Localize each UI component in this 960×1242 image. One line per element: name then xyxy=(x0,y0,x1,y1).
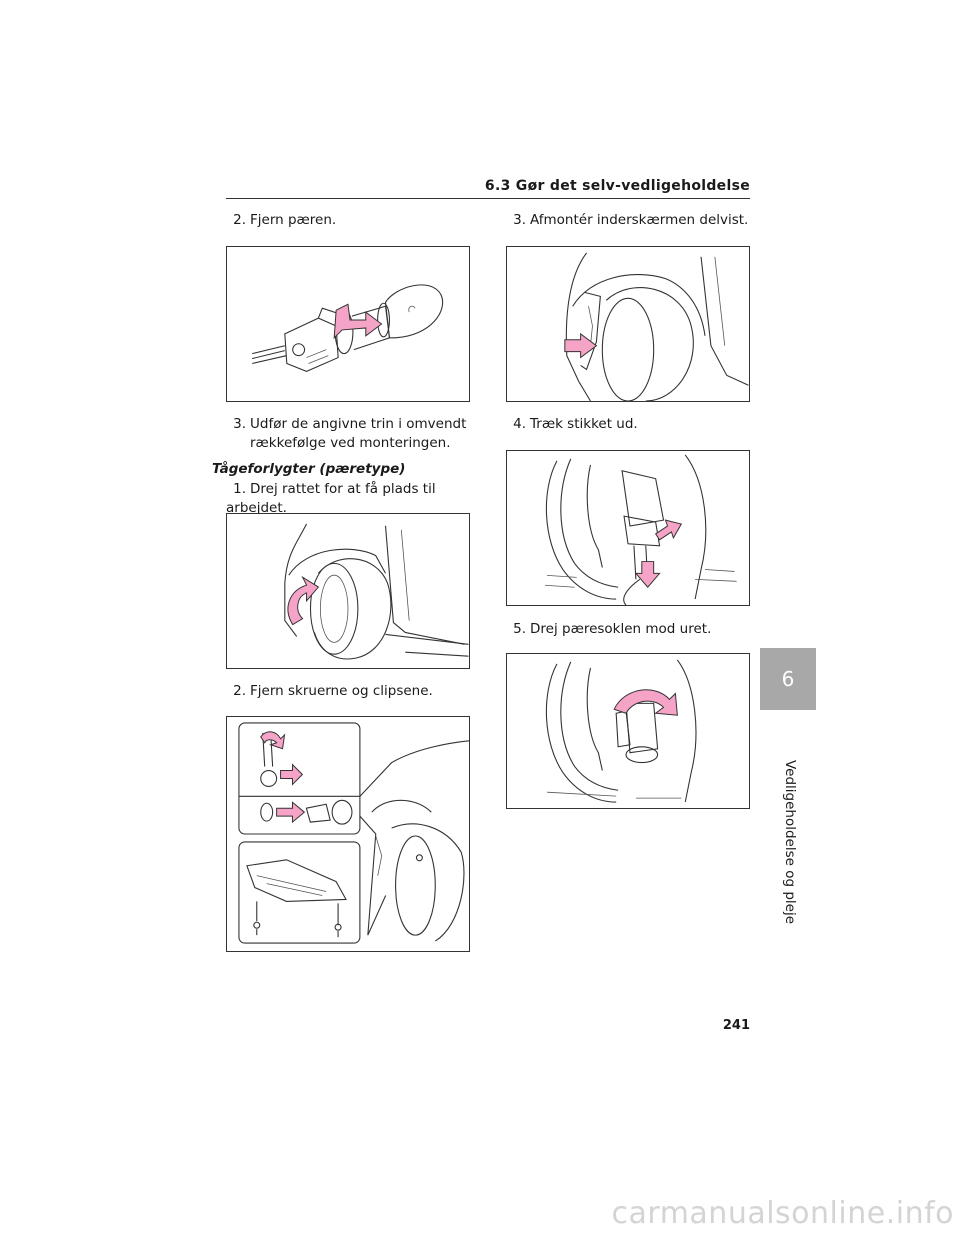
step-turn-socket: 5.Drej pæresoklen mod uret. xyxy=(513,621,712,637)
step-remove-bulb: 2.Fjern pæren. xyxy=(233,212,337,228)
figure-unplug-connector xyxy=(506,450,750,606)
page-number: 241 xyxy=(722,1018,750,1033)
figure-turn-wheel xyxy=(226,513,470,669)
chapter-number: 6 xyxy=(781,667,795,691)
chapter-tab: 6 xyxy=(760,648,816,710)
subheading-fog-lights: Tågeforlygter (pæretype) xyxy=(212,461,406,477)
figure-turn-socket xyxy=(506,653,750,809)
socket-rotate-illustration xyxy=(545,659,697,803)
figure-fender-liner xyxy=(506,246,750,402)
chapter-label: Vedligeholdelse og pleje xyxy=(782,759,798,925)
step-remove-fender-liner: 3.Afmontér inderskærmen delvist. xyxy=(513,212,749,228)
section-title: 6.3 Gør det selv-vedligeholdelse xyxy=(484,178,750,194)
step-remove-screws: 2.Fjern skruerne og clipsene. xyxy=(233,683,433,699)
watermark: carmanualsonline.info xyxy=(611,1196,954,1231)
fender-liner-illustration xyxy=(564,252,749,401)
figure-remove-bulb xyxy=(226,246,470,402)
screws-clips-illustration xyxy=(238,722,469,944)
step-turn-wheel: 1.Drej rattet for at få plads til arbejd… xyxy=(226,481,436,516)
connector-illustration xyxy=(545,454,737,605)
bulb-removal-illustration xyxy=(252,284,444,372)
section-header: 6.3 Gør det selv-vedligeholdelse xyxy=(226,176,750,199)
steering-wheel-illustration xyxy=(284,523,469,660)
step-reverse-order: 3.Udfør de angivne trin i omvendt rækkef… xyxy=(233,416,467,451)
figure-screws-clips xyxy=(226,716,470,952)
step-unplug-connector: 4.Træk stikket ud. xyxy=(513,416,638,432)
